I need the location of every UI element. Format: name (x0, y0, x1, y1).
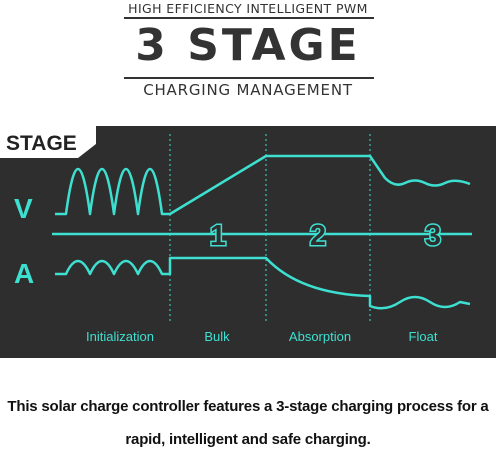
header-top-line: HIGH EFFICIENCY INTELLIGENT PWM (128, 1, 368, 16)
stage-diagram: STAGE V A 1 2 3 Initialization Bulk Abso… (0, 126, 496, 358)
stage-name-float: Float (409, 329, 438, 344)
stage-tag-shape (0, 126, 96, 158)
stage-tag-label: STAGE (6, 132, 77, 155)
header-subtitle: CHARGING MANAGEMENT (143, 81, 353, 99)
current-curve (55, 256, 471, 310)
header-rule-bottom (124, 77, 374, 79)
current-row-label: A (14, 258, 34, 289)
voltage-curve (55, 154, 471, 216)
caption-line-1: This solar charge controller features a … (7, 398, 489, 415)
stage-name-bulk: Bulk (204, 329, 230, 344)
stage-name-initialization: Initialization (86, 329, 154, 344)
caption-line-2: rapid, intelligent and safe charging. (125, 431, 371, 448)
header-rule-top (124, 17, 374, 19)
stage-number-1: 1 (210, 220, 226, 252)
header-title: 3 STAGE (135, 20, 361, 71)
stage-name-absorption: Absorption (289, 329, 351, 344)
stage-number-3: 3 (425, 220, 441, 252)
diagram-background (0, 126, 496, 358)
voltage-row-label: V (14, 193, 33, 224)
stage-number-2: 2 (310, 220, 326, 252)
